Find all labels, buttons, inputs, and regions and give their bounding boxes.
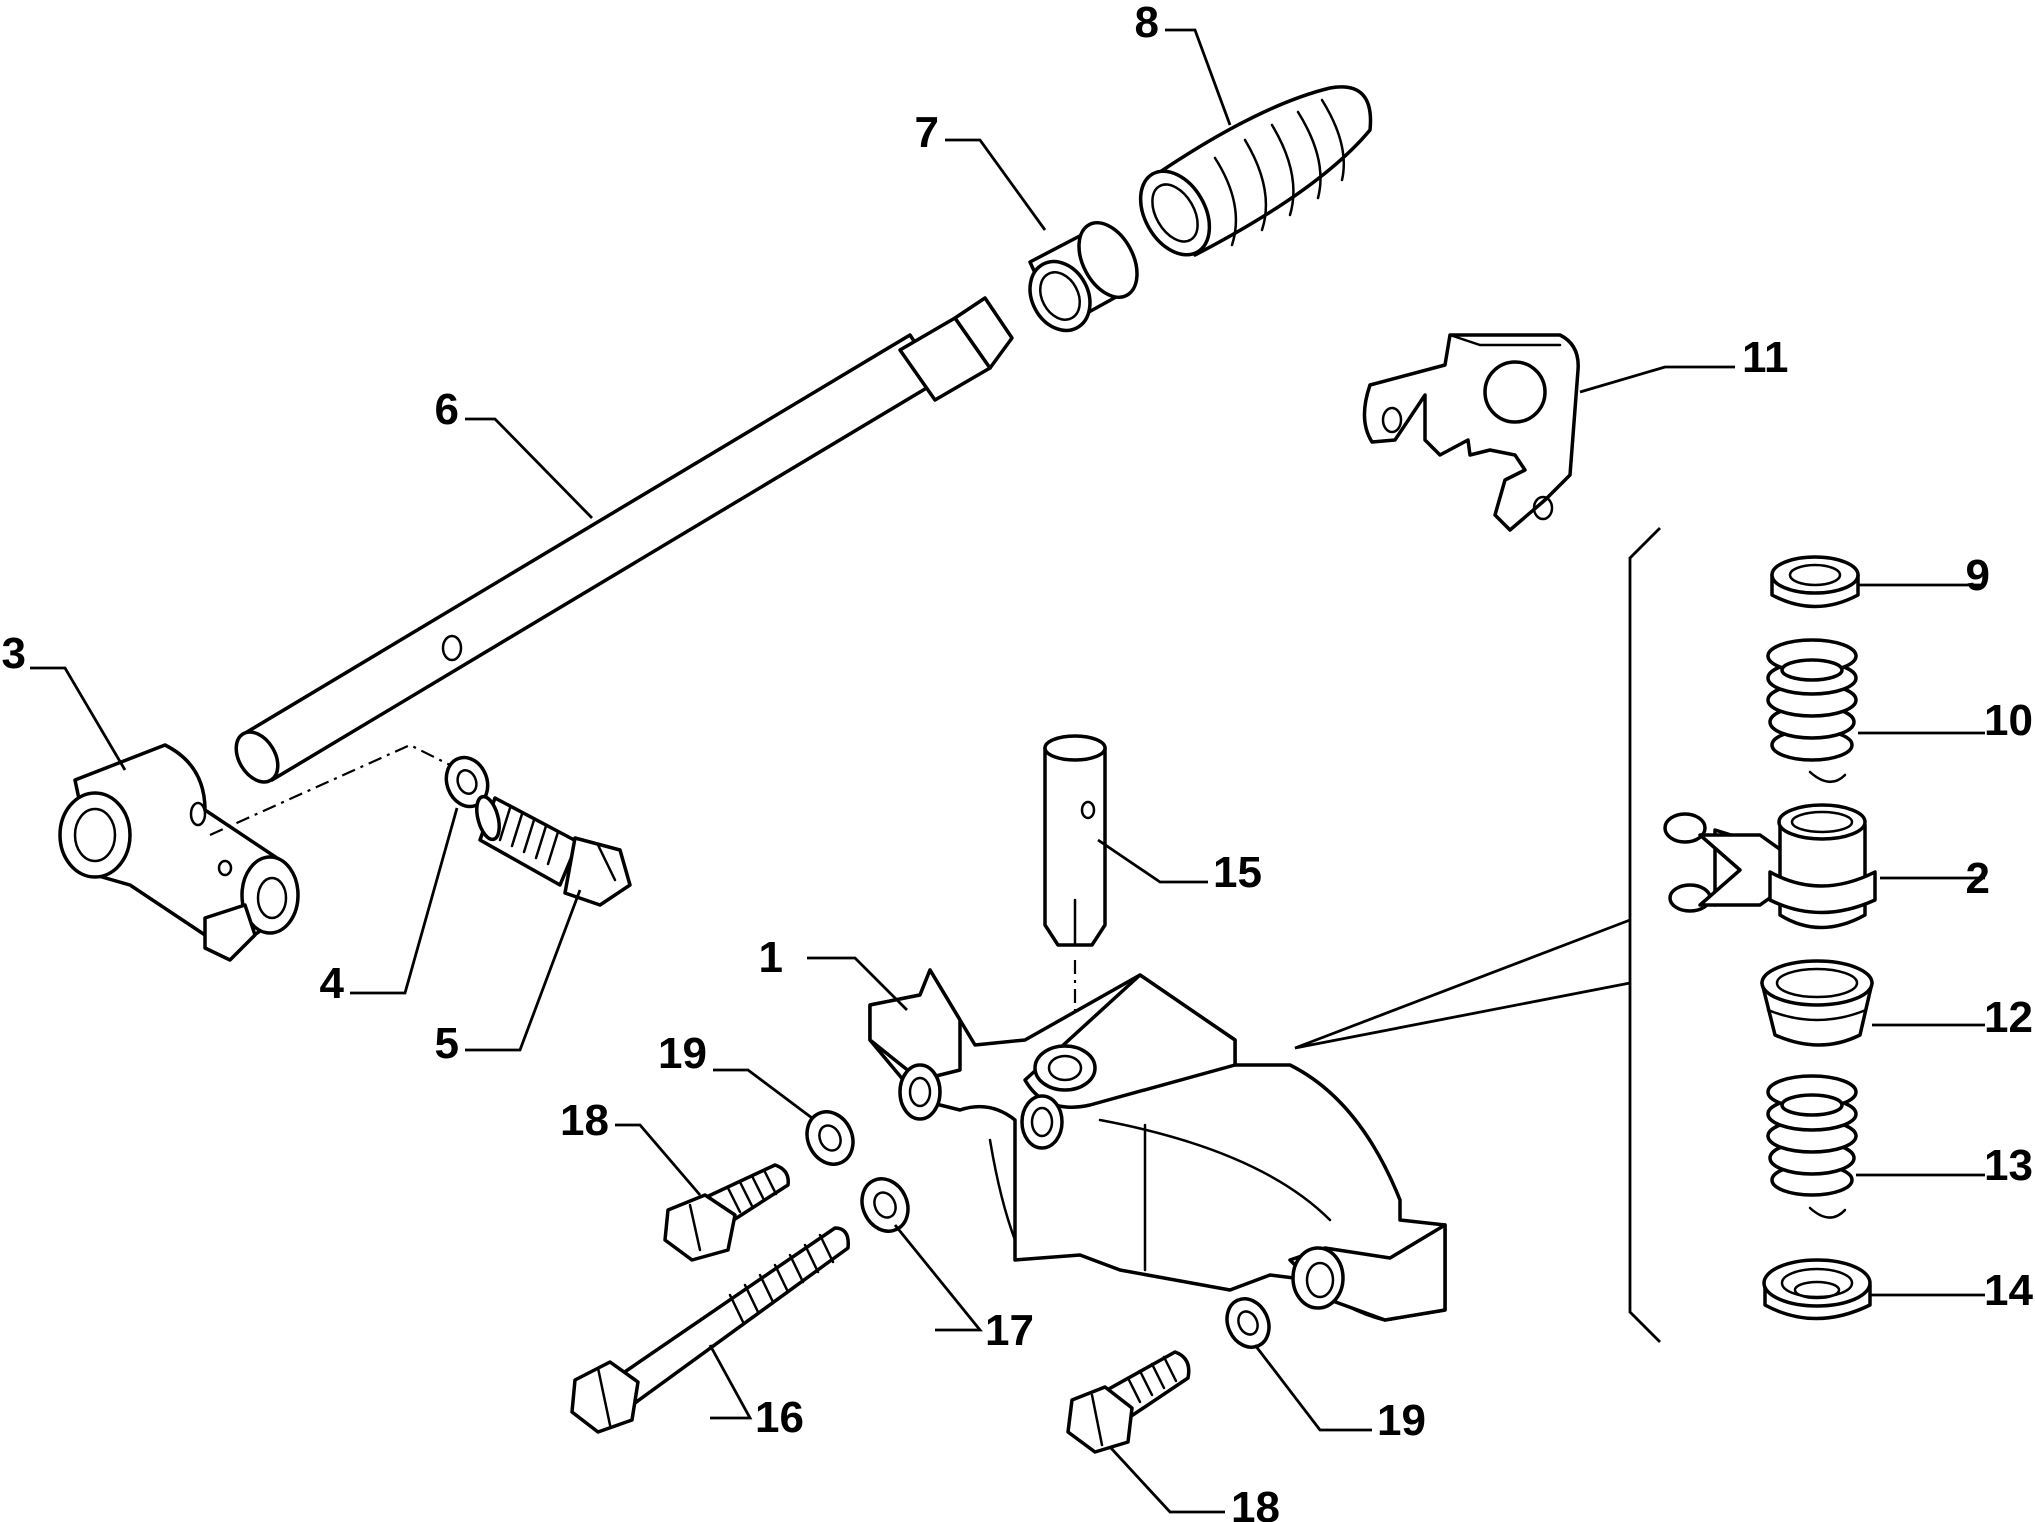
- part-14-seat: [1762, 1258, 1872, 1321]
- label-10: 10: [1984, 696, 2033, 745]
- label-5: 5: [435, 1019, 459, 1068]
- part-9-ring: [1770, 555, 1860, 609]
- part-19-washer-bottom: [1225, 1297, 1271, 1349]
- part-10-spring: [1766, 638, 1858, 783]
- label-8: 8: [1135, 0, 1159, 47]
- label-16: 16: [755, 1393, 804, 1442]
- part-18-bolt-top: [663, 1163, 790, 1262]
- part-6-shaft: [234, 296, 1014, 784]
- label-12: 12: [1984, 993, 2033, 1042]
- group-pointer: [1294, 918, 1631, 1050]
- label-14: 14: [1984, 1266, 2033, 1315]
- part-19-washer-top: [805, 1110, 855, 1166]
- label-17: 17: [985, 1306, 1034, 1355]
- part-13-spring: [1766, 1074, 1858, 1219]
- part-5-bolt: [475, 794, 632, 907]
- part-16-long-bolt: [570, 1226, 850, 1434]
- part-2-lever-cup: [1663, 803, 1877, 930]
- part-17-washer: [860, 1177, 910, 1233]
- part-3-lever: [58, 743, 300, 962]
- label-11: 11: [1742, 333, 1789, 382]
- label-18-top: 18: [560, 1096, 609, 1145]
- label-4: 4: [320, 959, 345, 1008]
- label-15: 15: [1213, 848, 1262, 897]
- label-19-bottom: 19: [1377, 1396, 1426, 1445]
- label-18-bottom: 18: [1231, 1483, 1280, 1522]
- label-7: 7: [915, 108, 939, 157]
- part-12-cup: [1760, 959, 1874, 1047]
- label-19-top: 19: [658, 1029, 707, 1078]
- label-3: 3: [2, 629, 26, 678]
- part-8-boot: [1138, 85, 1373, 257]
- label-2: 2: [1966, 854, 1990, 903]
- leader-lines: [30, 28, 1985, 1514]
- part-15-pin: [1043, 734, 1107, 947]
- part-1-housing: [868, 968, 1447, 1322]
- label-9: 9: [1966, 551, 1990, 600]
- label-6: 6: [435, 385, 459, 434]
- label-1: 1: [759, 933, 783, 982]
- part-18-bolt-bottom: [1066, 1350, 1191, 1454]
- part-7-bush: [1028, 221, 1139, 333]
- label-13: 13: [1984, 1141, 2033, 1190]
- group-bracket: [1628, 527, 1661, 1343]
- part-11-bracket: [1362, 333, 1580, 532]
